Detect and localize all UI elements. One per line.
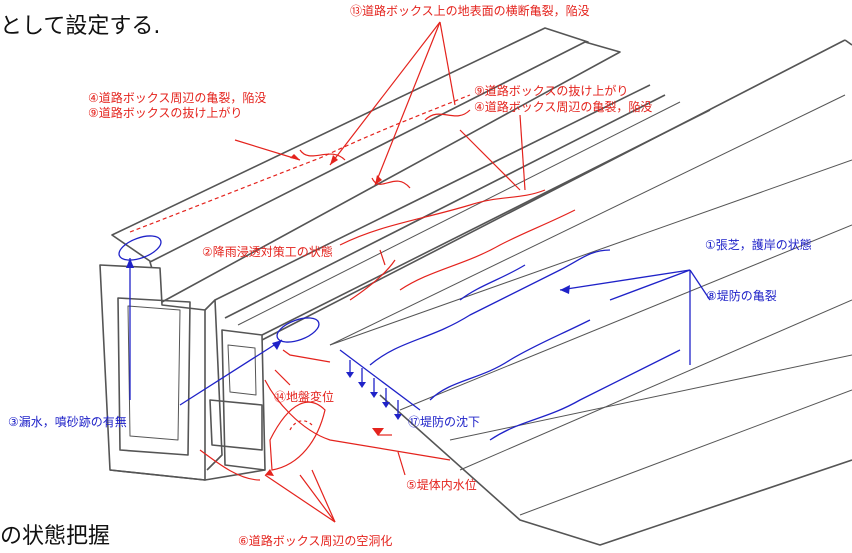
slope-line-5 bbox=[449, 354, 852, 441]
crack-8b bbox=[429, 319, 591, 401]
rail-3 bbox=[237, 101, 681, 326]
crack-4b-1 bbox=[339, 189, 546, 246]
label-5-water-level: ⑤堤体内水位 bbox=[406, 478, 477, 492]
water-level-marker bbox=[372, 428, 384, 436]
crack-13c bbox=[424, 109, 471, 121]
crack-13b bbox=[371, 177, 411, 189]
label-3-leakage-sand-boil: ③漏水，噴砂跡の有無 bbox=[8, 415, 127, 429]
leader-2 bbox=[379, 249, 386, 266]
label-2-rain-infiltration: ②降雨浸透対策工の状態 bbox=[202, 245, 333, 259]
crack-8d bbox=[459, 264, 526, 301]
crack-8c bbox=[489, 349, 681, 441]
label-13-transverse-crack: ⑬道路ボックス上の地表面の横断亀裂，陥没 bbox=[350, 4, 590, 18]
rail-5 bbox=[261, 39, 846, 341]
footer-text-fragment: の状態把握 bbox=[0, 524, 111, 549]
header-text-fragment: として設定する. bbox=[0, 14, 161, 39]
label-1-turf-revetment: ①張芝，護岸の状態 bbox=[705, 238, 812, 252]
box-opening-2 bbox=[209, 399, 263, 451]
cavity-shape bbox=[269, 401, 326, 471]
leader-4a bbox=[234, 139, 301, 161]
slope-line-2 bbox=[399, 224, 852, 411]
leak-ellipse-2 bbox=[276, 317, 320, 343]
leader-13c bbox=[439, 21, 456, 106]
leader-8d bbox=[689, 269, 711, 301]
cavity-left bbox=[199, 449, 261, 481]
leader-8b bbox=[609, 269, 691, 301]
crack-13a bbox=[299, 149, 346, 161]
rail-1 bbox=[214, 84, 651, 301]
blue-annotations bbox=[118, 235, 711, 441]
settlement-line bbox=[339, 349, 421, 411]
leak-ellipse-1 bbox=[118, 235, 162, 261]
label-14-ground-displacement: ⑭地盤変位 bbox=[274, 390, 335, 404]
leader-9b bbox=[519, 114, 526, 191]
label-17-levee-settlement: ⑰堤防の沈下 bbox=[408, 415, 481, 429]
leader-14 bbox=[274, 369, 291, 386]
ground-displacement bbox=[282, 349, 331, 363]
leader-5 bbox=[397, 451, 406, 476]
slope-line-3 bbox=[459, 299, 852, 471]
slope-line-1 bbox=[329, 159, 852, 346]
leader-6b bbox=[299, 474, 336, 523]
rail-6 bbox=[329, 94, 846, 346]
dashed-crack bbox=[129, 94, 471, 233]
middle-wall bbox=[204, 299, 223, 471]
crack-8a bbox=[369, 249, 611, 366]
rail-2 bbox=[224, 94, 666, 319]
blue-arrowheads bbox=[126, 258, 570, 420]
leader-4b bbox=[459, 129, 521, 191]
edge bbox=[844, 39, 852, 46]
label-9-box-uplift-right: ⑨道路ボックスの抜け上がり bbox=[474, 84, 629, 98]
label-4-crack-subsidence-right: ④道路ボックス周辺の亀裂，陥没 bbox=[474, 100, 653, 114]
box-opening-1 bbox=[117, 297, 191, 456]
leader-8a bbox=[559, 269, 691, 291]
crack-4b-2 bbox=[399, 209, 576, 291]
leader-13b bbox=[374, 21, 441, 186]
red-arrowheads bbox=[265, 154, 382, 476]
leader-6a bbox=[264, 474, 336, 523]
levee-toe bbox=[379, 394, 852, 546]
crack-2 bbox=[349, 259, 396, 301]
red-annotations bbox=[129, 21, 576, 523]
upper-slab bbox=[111, 27, 589, 269]
leader-3b bbox=[179, 339, 283, 406]
box-opening-3 bbox=[227, 344, 257, 396]
ground-line bbox=[264, 379, 451, 461]
structure-lines bbox=[99, 27, 852, 546]
cavity-dashed bbox=[289, 420, 313, 431]
leader-13a bbox=[329, 21, 441, 166]
leader-6c bbox=[311, 469, 336, 523]
slope-line-4 bbox=[519, 389, 852, 516]
box-bottom bbox=[109, 469, 266, 481]
label-6-cavitation: ⑥道路ボックス周辺の空洞化 bbox=[238, 534, 393, 548]
second-slab bbox=[149, 41, 621, 303]
label-9-box-uplift: ⑨道路ボックスの抜け上がり bbox=[88, 106, 243, 120]
label-4-crack-subsidence: ④道路ボックス周辺の亀裂，陥没 bbox=[88, 91, 267, 105]
label-8-levee-crack: ⑧堤防の亀裂 bbox=[706, 289, 777, 303]
box-opening-1-inner bbox=[127, 305, 181, 441]
